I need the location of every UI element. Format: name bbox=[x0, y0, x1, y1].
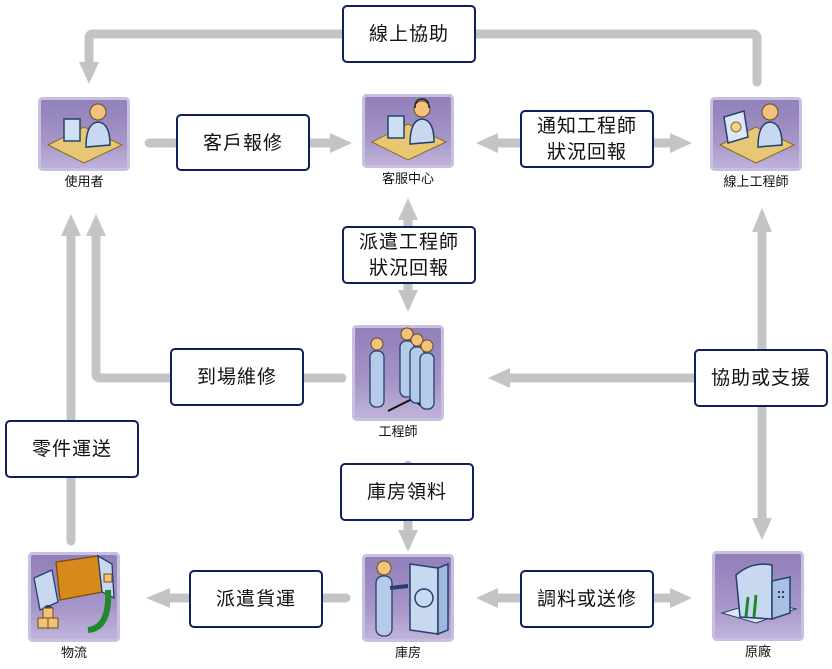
user-at-computer-icon bbox=[38, 97, 130, 171]
node-logistics: 物流 bbox=[26, 552, 122, 662]
arrowhead-up-user-left bbox=[61, 214, 81, 236]
arrowhead-to-service-center-left bbox=[476, 133, 498, 153]
label-dispatch-engineer: 派遣工程師 狀況回報 bbox=[342, 226, 476, 284]
label-warehouse-pickup: 庫房領料 bbox=[340, 463, 474, 521]
node-label-logistics: 物流 bbox=[60, 646, 87, 661]
label-onsite-repair: 到場維修 bbox=[170, 348, 304, 406]
arrowhead-down-manufacturer bbox=[752, 518, 772, 540]
node-online-engineer: 線上工程師 bbox=[708, 97, 804, 191]
node-label-service-center: 客服中心 bbox=[381, 172, 434, 187]
label-assist-support: 協助或支援 bbox=[694, 349, 828, 407]
label-dispatch-freight: 派遣貨運 bbox=[189, 570, 323, 628]
label-notify-engineer: 通知工程師 狀況回報 bbox=[520, 110, 654, 168]
node-label-user: 使用者 bbox=[64, 175, 104, 190]
label-transfer-repair: 調料或送修 bbox=[520, 570, 654, 628]
arrowhead-to-user-top bbox=[79, 62, 99, 84]
designer-at-computer-icon bbox=[710, 97, 802, 171]
node-service-center: 客服中心 bbox=[360, 94, 456, 188]
node-label-warehouse: 庫房 bbox=[394, 646, 421, 661]
arrowhead-up-user-right bbox=[86, 214, 106, 236]
connector-onsite-repair bbox=[91, 231, 347, 383]
label-online-help: 線上協助 bbox=[342, 5, 476, 63]
team-of-people-icon bbox=[352, 325, 444, 421]
arrowhead-down-warehouse bbox=[398, 530, 418, 552]
arrowhead-down-engineer bbox=[398, 290, 418, 312]
arrowhead-right-manufacturer bbox=[670, 588, 692, 608]
arrowhead-up-service-center bbox=[398, 198, 418, 220]
call-center-agent-icon bbox=[362, 94, 454, 168]
office-building-icon bbox=[712, 551, 804, 641]
arrowhead-left-engineer bbox=[488, 368, 510, 388]
node-label-online-engineer: 線上工程師 bbox=[723, 175, 789, 190]
node-user: 使用者 bbox=[36, 97, 132, 191]
arrowhead-left-logistics bbox=[146, 588, 170, 608]
node-engineer: 工程師 bbox=[350, 325, 446, 441]
arrowhead-up-online-engineer bbox=[752, 208, 772, 232]
node-manufacturer: 原廠 bbox=[710, 551, 806, 661]
node-label-engineer: 工程師 bbox=[378, 425, 418, 440]
delivery-truck-icon bbox=[28, 552, 120, 642]
node-label-manufacturer: 原廠 bbox=[744, 645, 771, 660]
arrowhead-to-service-center bbox=[330, 133, 352, 153]
node-warehouse: 庫房 bbox=[360, 554, 456, 662]
person-at-safe-icon bbox=[362, 554, 454, 642]
arrowhead-to-online-engineer bbox=[670, 133, 692, 153]
label-customer-report: 客戶報修 bbox=[176, 114, 310, 171]
arrowhead-left-warehouse bbox=[476, 588, 498, 608]
label-parts-delivery: 零件運送 bbox=[5, 420, 139, 478]
